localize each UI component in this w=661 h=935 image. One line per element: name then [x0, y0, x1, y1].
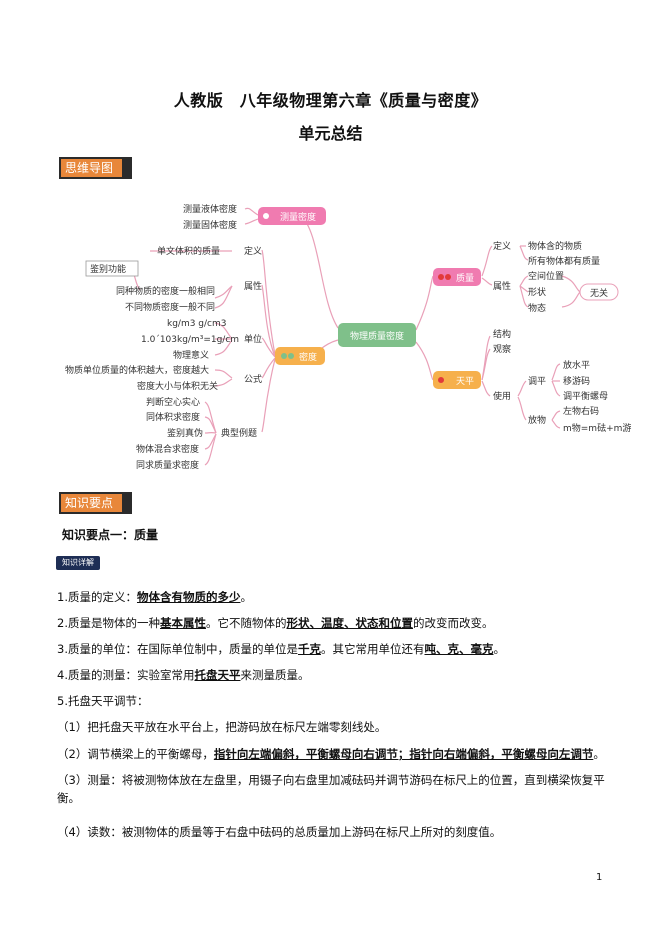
paragraph-6: （1）把托盘天平放在水平台上，把游码放在标尺左端零刻线处。	[57, 720, 387, 734]
p1-bold: 物体含有物质的多少	[136, 590, 241, 604]
mass-definition-label: 定义	[493, 240, 511, 252]
mass-node	[433, 268, 481, 286]
paragraph-2: 2.质量是物体的一种基本属性。它不随物体的形状、温度、状态和位置的改变而改变。	[57, 614, 617, 632]
p4-pre: 4.质量的测量：实验室常用	[57, 668, 195, 682]
knowledge-badge: 知识详解	[56, 556, 100, 570]
mass-property-label: 属性	[493, 280, 511, 292]
mass-label: 质量	[456, 272, 474, 284]
unit-1: kg/m3 g/cm3	[167, 319, 227, 329]
mind-map: 物理质量密度 测量密度 测量液体密度 测量固体密度 密度 定义 单文体积的质量 …	[65, 203, 631, 471]
p3-post: 。	[493, 642, 505, 656]
mass-prop-2: 形状	[528, 286, 546, 298]
structure: 结构	[493, 328, 511, 340]
density-label: 密度	[299, 351, 317, 363]
mass-prop-3: 物态	[528, 302, 546, 314]
adjust-1: 放水平	[563, 359, 590, 371]
center-node	[338, 323, 416, 347]
property-note: 鉴别功能	[90, 263, 126, 275]
bullet-icon	[263, 213, 269, 219]
center-node-label: 物理质量密度	[350, 330, 404, 342]
mass-prop-1: 空间位置	[528, 270, 564, 282]
point-one-title: 知识要点一：质量	[62, 528, 159, 542]
bullet-icon	[438, 377, 444, 383]
property-note-box	[85, 260, 139, 277]
adjust-label: 调平	[528, 376, 546, 387]
p2-post: 的改变而改变。	[412, 616, 494, 630]
bullet-icon	[445, 274, 451, 280]
p2-pre: 2.质量是物体的一种	[57, 616, 160, 630]
p2-bold2: 形状、温度、状态和位置	[286, 616, 413, 630]
density-property-label: 属性	[244, 280, 262, 292]
formula-1: 物质单位质量的体积越大，密度越大	[65, 364, 209, 376]
section-header-keypoints: 知识要点	[59, 492, 132, 514]
paragraph-3: 3.质量的单位：在国际单位制中，质量的单位是千克。其它常用单位还有吨、克、毫克。	[57, 640, 617, 658]
paragraph-7: （2）调节横梁上的平衡螺母，指针向左端偏斜，平衡螺母向右调节；指针向右端偏斜，平…	[57, 745, 617, 763]
p3-bold1: 千克	[297, 642, 321, 656]
diff-substance: 不同物质密度一般不同	[125, 301, 215, 313]
bullet-icon	[281, 353, 287, 359]
observe: 观察	[493, 343, 511, 355]
paragraph-8: （3）测量：将被测物体放在左盘里，用镊子向右盘里加减砝码并调节游码在标尺上的位置…	[57, 773, 605, 805]
irrelevant-bubble	[579, 283, 619, 301]
balance-label: 天平	[456, 376, 474, 387]
mind-map-connectors	[129, 207, 581, 466]
density-definition-label: 定义	[244, 245, 262, 257]
measure-density-node	[258, 207, 326, 225]
same-substance: 同种物质的密度一般相同	[116, 285, 215, 297]
p2-mid: 。它不随物体的	[205, 616, 287, 630]
p7-bold: 指针向左端偏斜，平衡螺母向右调节；指针向右端偏斜，平衡螺母向左调节	[213, 747, 594, 761]
mass-definition: 物体含的物质	[528, 240, 582, 252]
paragraph-4: 4.质量的测量：实验室常用托盘天平来测量质量。	[57, 666, 617, 684]
example-4: 物体混合求密度	[136, 443, 199, 455]
page-title: 人教版 八年级物理第六章《质量与密度》	[173, 91, 488, 110]
adjust-2: 移游码	[563, 375, 590, 387]
mass-irrelevant: 无关	[590, 287, 608, 299]
section-header-mindmap: 思维导图	[59, 157, 132, 179]
density-unit-label: 单位	[244, 333, 262, 345]
density-node	[275, 347, 325, 365]
paragraph-9: （4）读数：被测物体的质量等于右盘中砝码的总质量加上游码在标尺上所对的刻度值。	[57, 825, 502, 839]
page-subtitle: 单元总结	[298, 124, 363, 143]
paragraph-1: 1.质量的定义：物体含有物质的多少。	[57, 588, 617, 606]
paragraph-5: 5.托盘天平调节：	[57, 694, 149, 708]
place-1: 左物右码	[563, 405, 599, 417]
example-5: 同求质量求密度	[136, 459, 199, 471]
mass-all: 所有物体都有质量	[528, 255, 600, 267]
page-number: 1	[596, 872, 603, 883]
unit-3: 物理意义	[173, 349, 209, 361]
example-1: 判断空心实心	[146, 396, 200, 408]
p3-pre: 3.质量的单位：在国际单位制中，质量的单位是	[57, 642, 298, 656]
balance-node	[433, 371, 481, 389]
measure-solid: 测量固体密度	[183, 219, 237, 231]
formula-2: 密度大小与体积无关	[137, 380, 218, 392]
bullet-icon	[288, 353, 294, 359]
density-definition: 单文体积的质量	[157, 245, 220, 257]
use-label: 使用	[493, 390, 511, 402]
p2-bold1: 基本属性	[159, 616, 206, 630]
p1-post: 。	[240, 590, 252, 604]
unit-2: 1.0´103kg/m³=1g/cm	[141, 334, 239, 345]
measure-density-label: 测量密度	[280, 211, 316, 223]
examples-label: 典型例题	[221, 427, 257, 439]
place-2: m物=m砝+m游	[563, 422, 631, 434]
place-label: 放物	[528, 414, 546, 426]
measure-liquid: 测量液体密度	[183, 203, 237, 215]
p7-pre: （2）调节横梁上的平衡螺母，	[57, 747, 214, 761]
p4-post: 来测量质量。	[240, 668, 310, 682]
example-3: 鉴别真伪	[167, 427, 203, 439]
example-2: 同体积求密度	[146, 411, 200, 423]
density-formula-label: 公式	[244, 373, 262, 385]
p1-pre: 1.质量的定义：	[57, 590, 137, 604]
p4-bold: 托盘天平	[194, 668, 241, 682]
bullet-icon	[438, 274, 444, 280]
adjust-3: 调平衡螺母	[563, 390, 608, 402]
p7-post: 。	[593, 747, 605, 761]
p3-bold2: 吨、克、毫克	[424, 642, 494, 656]
p3-mid: 。其它常用单位还有	[320, 642, 425, 656]
